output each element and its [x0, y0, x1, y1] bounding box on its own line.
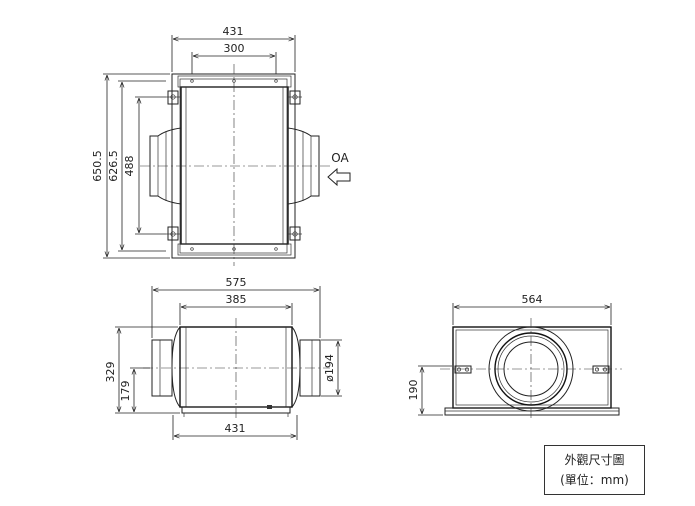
dim-front-329: 329 [104, 362, 117, 383]
dim-side-564: 564 [522, 293, 543, 306]
top-view: 431 300 650.5 626.5 488 OA [91, 25, 351, 266]
dim-top-300: 300 [224, 42, 245, 55]
dim-front-431: 431 [225, 422, 246, 435]
dim-top-488: 488 [123, 156, 136, 177]
airflow-arrow-icon [327, 167, 351, 187]
dim-top-626-5: 626.5 [107, 150, 120, 182]
dim-side-190: 190 [407, 380, 420, 401]
dim-front-179: 179 [119, 381, 132, 402]
legend-title: 外觀尺寸圖 [564, 453, 625, 467]
dim-front-385: 385 [226, 293, 247, 306]
dim-top-650-5: 650.5 [91, 150, 104, 182]
side-view: 564 190 [407, 293, 622, 420]
dim-front-duct-diameter: ø194 [323, 354, 336, 382]
front-view: 575 385 329 179 ø194 431 [104, 276, 342, 440]
legend-box: 外觀尺寸圖 (單位：mm) [544, 445, 645, 495]
mounting-brackets [166, 90, 302, 241]
legend-unit: (單位：mm) [560, 473, 629, 487]
dim-front-575: 575 [226, 276, 247, 289]
dim-top-431: 431 [223, 25, 244, 38]
airflow-label: OA [331, 151, 349, 165]
